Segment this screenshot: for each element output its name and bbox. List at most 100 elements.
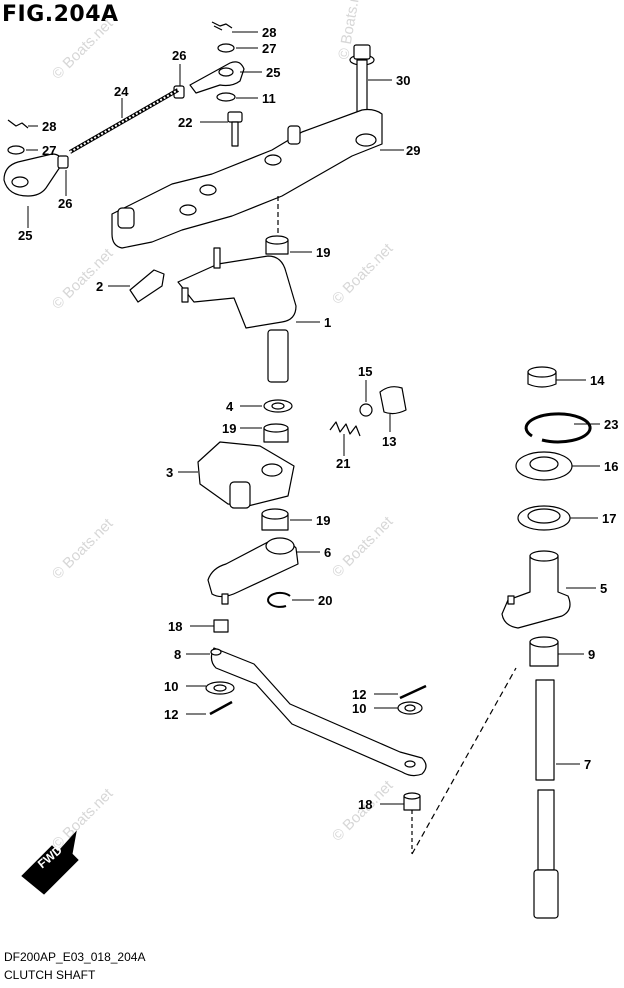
assembly-line: [411, 667, 517, 855]
callout-27: 27: [262, 41, 276, 56]
bracket-29-post: [117, 207, 135, 229]
bushing-19-c-top: [261, 508, 289, 520]
ball-joint-25-top: [189, 61, 245, 94]
callout-19: 19: [222, 421, 236, 436]
callout-13: 13: [382, 434, 396, 449]
callout-22: 22: [178, 115, 192, 130]
lever-6-pin: [221, 593, 229, 605]
leader-lines: [26, 31, 600, 805]
housing-5: [501, 555, 571, 629]
washer-27-left: [7, 145, 25, 155]
callout-5: 5: [600, 581, 607, 596]
watermark-text: © Boats.net: [329, 240, 397, 308]
housing-5-hole: [507, 595, 515, 605]
callout-23: 23: [604, 417, 618, 432]
bracket-29: [111, 108, 383, 249]
callout-1: 1: [324, 315, 331, 330]
callout-9: 9: [588, 647, 595, 662]
figure-code: DF200AP_E03_018_204A: [4, 950, 146, 964]
threaded-rod-24-thread: [69, 89, 179, 153]
cotter-pin-12-b: [399, 684, 427, 700]
bushing-19-a-top: [265, 235, 289, 245]
clutch-shaft-7-body: [537, 789, 555, 871]
bolt-30-head: [353, 44, 371, 60]
watermark-text: © Boats.net: [49, 785, 117, 853]
bushing-19-b-top: [263, 423, 289, 433]
clutch-shaft-7-spline: [535, 679, 555, 781]
clutch-shaft-7-end: [533, 869, 559, 919]
callout-12: 12: [164, 707, 178, 722]
callout-8: 8: [174, 647, 181, 662]
cam-housing-3-boss: [229, 481, 251, 509]
ball-joint-25-left: [3, 153, 63, 197]
callout-11: 11: [262, 91, 276, 106]
snap-ring-23: [524, 412, 592, 444]
callout-14: 14: [590, 373, 605, 388]
callout-2: 2: [96, 279, 103, 294]
washer-10-b-hole: [404, 704, 416, 712]
callout-19: 19: [316, 245, 330, 260]
clip-28-left: [7, 119, 29, 129]
callout-10: 10: [164, 679, 178, 694]
callout-25: 25: [266, 65, 280, 80]
figure-name: CLUTCH SHAFT: [4, 968, 96, 982]
watermark-text: © Boats.net: [49, 515, 117, 583]
callout-26: 26: [172, 48, 186, 63]
callout-12: 12: [352, 687, 366, 702]
bracket-29-hole: [199, 184, 217, 196]
callout-17: 17: [602, 511, 616, 526]
callout-7: 7: [584, 757, 591, 772]
bolt-22-head: [227, 111, 243, 123]
watermark-text: © Boats.net: [49, 245, 117, 313]
circlip-20: [267, 591, 291, 608]
washer-10-a-hole: [213, 684, 227, 692]
figure-title: FIG.204A: [2, 2, 119, 27]
callout-30: 30: [396, 73, 410, 88]
fwd-arrow: FWD: [21, 830, 79, 895]
bushing-18-a: [213, 619, 229, 633]
callout-24: 24: [114, 84, 129, 99]
ball-joint-25-top-ring: [218, 67, 234, 77]
clip-2: [129, 269, 165, 303]
cam-housing-3-hole: [261, 463, 283, 477]
callout-28: 28: [42, 119, 56, 134]
shift-arm-1-shaft: [267, 329, 289, 383]
callout-15: 15: [358, 364, 372, 379]
washer-27-top: [217, 43, 235, 53]
shift-arm-1-pin: [213, 247, 221, 269]
bushing-18-b-top: [403, 792, 421, 800]
watermark-text: © Boats.net: [49, 15, 117, 83]
callout-18: 18: [358, 797, 372, 812]
plug-14-top: [527, 366, 557, 378]
bushing-9-top: [529, 636, 559, 648]
callout-19: 19: [316, 513, 330, 528]
clip-28-top: [211, 21, 233, 31]
cam-housing-3: [197, 441, 295, 507]
callout-25: 25: [18, 228, 32, 243]
bracket-29-post: [287, 125, 301, 145]
part-drawings: [3, 21, 592, 919]
callout-3: 3: [166, 465, 173, 480]
spring-21: [329, 421, 361, 437]
callout-26: 26: [58, 196, 72, 211]
seal-17-inner: [527, 508, 561, 524]
callout-29: 29: [406, 143, 420, 158]
bracket-29-hole: [264, 154, 282, 166]
ball-15: [359, 403, 373, 417]
shift-arm-1: [177, 255, 297, 329]
bracket-29-hole: [355, 133, 377, 147]
bearing-16-inner: [529, 456, 559, 472]
bracket-29-hole: [179, 204, 197, 216]
callouts: 28 27 26 25 11 24 22 30 28 27 26 25 29 1…: [18, 25, 618, 812]
housing-5-top: [529, 550, 559, 562]
callout-10: 10: [352, 701, 366, 716]
callout-18: 18: [168, 619, 182, 634]
link-rod-8: [210, 647, 427, 777]
cotter-pin-12-a: [209, 700, 233, 716]
sleeve-13: [379, 386, 407, 415]
callout-6: 6: [324, 545, 331, 560]
nut-26-left: [57, 155, 69, 169]
callout-16: 16: [604, 459, 618, 474]
